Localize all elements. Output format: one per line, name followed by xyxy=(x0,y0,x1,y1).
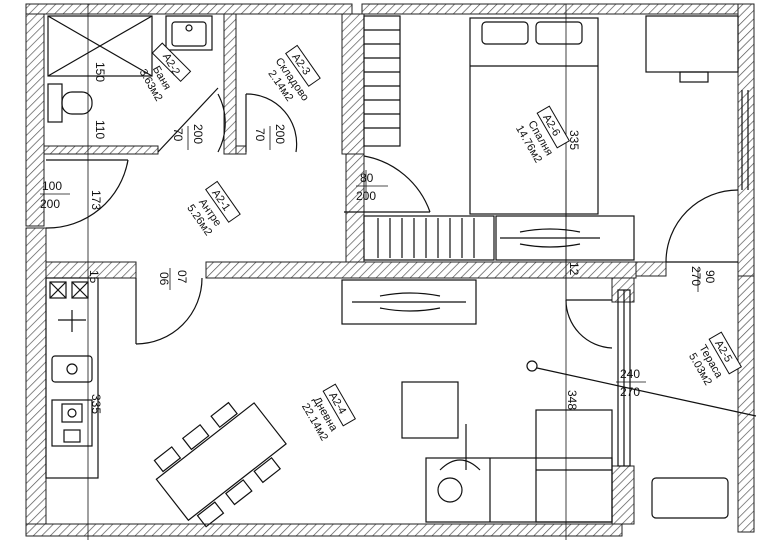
dim-110: 110 xyxy=(93,120,107,139)
room-tag-hall: A2-1 Антре 5.26м2 xyxy=(184,180,241,238)
stairs-top xyxy=(363,15,401,147)
double-bed xyxy=(469,17,599,215)
dim-270-balcony: 270 xyxy=(689,266,703,286)
bedroom-shelf xyxy=(495,215,635,261)
room-tag-terrace: A2-5 Тераса 5.03м2 xyxy=(686,331,743,387)
wall-left-lower xyxy=(25,227,47,535)
kitchen-counter xyxy=(45,277,99,479)
dim-200-bedroom: 200 xyxy=(356,189,376,203)
dim-07: 07 xyxy=(175,270,189,284)
closet-strip xyxy=(363,215,495,261)
wall-bedroom-terrace xyxy=(635,261,667,277)
dim-06: 06 xyxy=(157,272,171,286)
dining-table xyxy=(155,402,287,522)
dim-70-store: 70 xyxy=(253,128,267,142)
tv-unit xyxy=(341,279,477,325)
dim-90-balcony: 90 xyxy=(703,270,717,284)
shower-tray xyxy=(47,15,153,77)
wall-bottom-right xyxy=(737,275,755,533)
wall-living-right-lower xyxy=(611,465,635,525)
dim-240-terrace-door: 240 xyxy=(620,367,640,381)
dim-100-entrance: 100 xyxy=(42,179,62,193)
bedroom-desk xyxy=(645,15,739,73)
dim-70-bath: 70 xyxy=(171,128,185,142)
dining-set xyxy=(153,401,287,528)
terrace-bench xyxy=(651,477,729,519)
stove xyxy=(51,399,93,447)
wall-bath-store xyxy=(223,13,237,155)
dim-270-terrace-door: 270 xyxy=(620,385,640,399)
dim-200-store: 200 xyxy=(273,124,287,144)
sofa xyxy=(425,457,613,523)
wall-bath-bottom xyxy=(43,145,159,155)
dim-12: 12 xyxy=(567,262,581,276)
room-tag-bedroom: A2-6 Спалня 14.76м2 xyxy=(513,105,571,165)
dim-150: 150 xyxy=(93,62,107,82)
wall-bottom xyxy=(25,523,623,537)
dim-348: 348 xyxy=(565,390,579,410)
dim-200-entrance: 200 xyxy=(40,197,60,211)
room-tag-living: A2-4 Дневна 22.14м2 xyxy=(299,383,357,443)
coffee-table xyxy=(401,381,459,439)
dim-200-bath: 200 xyxy=(191,124,205,144)
wall-store-bottom xyxy=(235,145,247,155)
dim-335-bedroom: 335 xyxy=(567,130,581,150)
dim-335-kitchen: 335 xyxy=(89,394,103,414)
axis-lines xyxy=(87,4,567,540)
dim-15: 15 xyxy=(87,270,101,284)
wall-right xyxy=(737,3,755,277)
toilet xyxy=(47,83,63,123)
wall-top xyxy=(25,3,353,15)
walls xyxy=(25,3,755,537)
wall-store-right xyxy=(341,13,365,155)
bathroom-sink xyxy=(165,15,213,51)
dim-173: 173 xyxy=(89,190,103,210)
dim-80-bedroom: 80 xyxy=(360,171,374,185)
fixtures xyxy=(45,15,757,523)
wall-top-right xyxy=(361,3,753,15)
room-tag-bath: A2-2 Баня 3.63м2 xyxy=(137,42,192,103)
